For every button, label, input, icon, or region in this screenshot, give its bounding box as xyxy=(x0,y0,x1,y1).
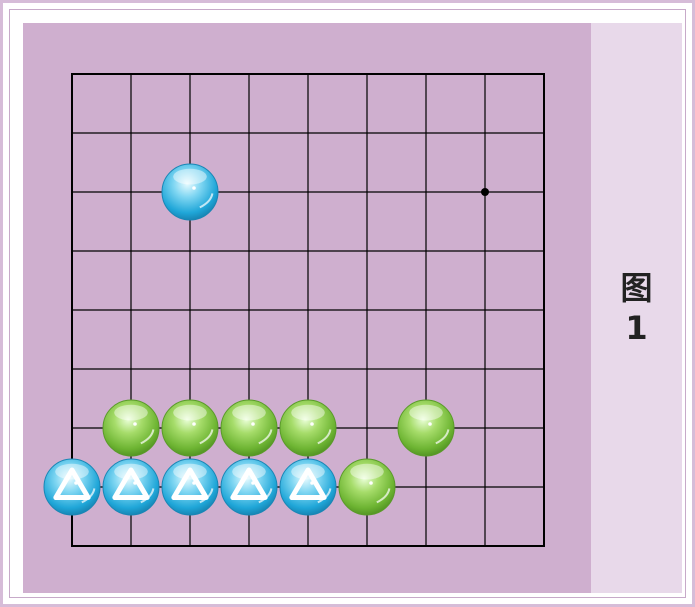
green-stone xyxy=(221,400,277,456)
green-stone xyxy=(398,400,454,456)
green-stone xyxy=(162,400,218,456)
green-stone xyxy=(280,400,336,456)
star-points xyxy=(481,188,489,196)
blue-stone xyxy=(103,459,159,515)
blue-stone xyxy=(221,459,277,515)
blue-stone xyxy=(162,459,218,515)
green-stone xyxy=(339,459,395,515)
star-point xyxy=(481,188,489,196)
blue-stone xyxy=(280,459,336,515)
green-stone xyxy=(103,400,159,456)
blue-stone xyxy=(44,459,100,515)
blue-stone xyxy=(162,164,218,220)
